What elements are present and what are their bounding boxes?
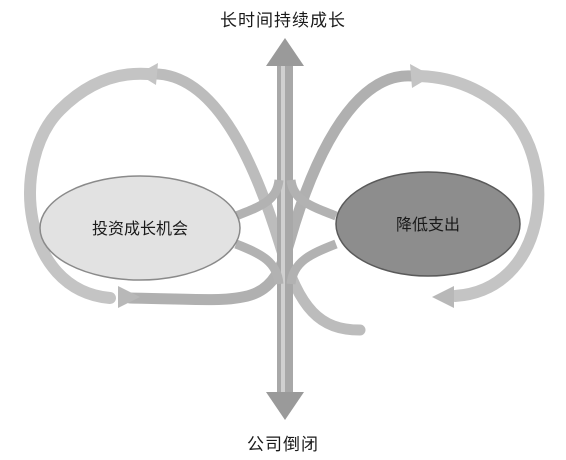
bottom-outcome-label: 公司倒闭: [247, 435, 319, 455]
left-outer-loop: [24, 67, 154, 304]
top-outcome-label: 长时间持续成长: [220, 11, 346, 31]
vertical-trunk-highlight: [281, 62, 285, 402]
right-outer-loop: [409, 70, 545, 302]
arrowhead-top-left: [138, 63, 158, 85]
invest-growth-node: [39, 175, 241, 281]
reduce-spending-label: 降低支出: [396, 215, 460, 234]
left-lower-connector: [234, 239, 284, 285]
invest-growth-label: 投资成长机会: [92, 219, 188, 238]
arrowhead-bottom-right: [432, 286, 454, 308]
right-upper-connector: [286, 179, 338, 221]
arrowhead-bottom-left: [118, 286, 140, 308]
right-lower-connector: [286, 239, 338, 285]
left-upper-connector: [234, 179, 284, 221]
left-inner-sweep: [144, 68, 366, 336]
arrowhead-top-right: [410, 64, 432, 88]
reduce-spending-node: [335, 171, 521, 277]
up-arrowhead: [266, 38, 304, 66]
down-arrowhead: [266, 392, 304, 420]
